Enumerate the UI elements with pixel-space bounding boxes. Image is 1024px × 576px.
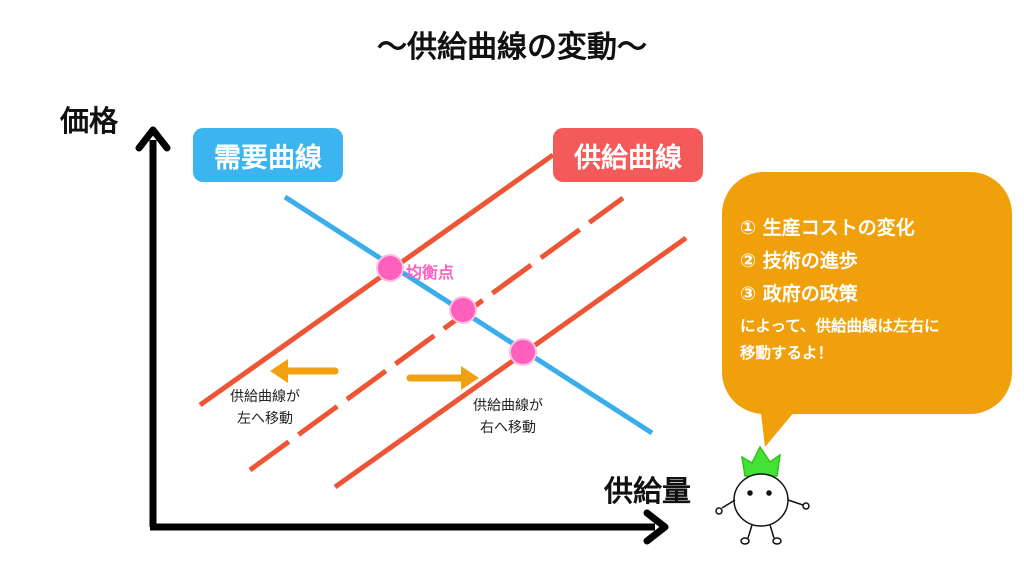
conclusion-line: によって、供給曲線は左右に: [740, 317, 940, 335]
demand-curve-label: 需要曲線: [193, 128, 343, 182]
supply-curve-original: [248, 195, 625, 473]
note-line: 供給曲線が: [230, 389, 300, 405]
equilibrium-point-right: [509, 338, 537, 366]
left-arrow-icon: [270, 359, 339, 383]
shift-left-note: 供給曲線が 左へ移動: [205, 386, 325, 430]
x-axis-label: 供給量: [604, 474, 692, 508]
right-arrow-icon: [406, 366, 479, 390]
equilibrium-point-left: [376, 254, 404, 282]
supply-curve-label: 供給曲線: [553, 128, 703, 182]
shift-right-note: 供給曲線が 右へ移動: [448, 395, 568, 439]
bubble-conclusion: によって、供給曲線は左右に 移動するよ！: [740, 313, 940, 367]
page-title: ～供給曲線の変動～: [377, 30, 647, 65]
equilibrium-label: 均衡点: [406, 263, 455, 282]
equilibrium-point-original: [449, 296, 477, 324]
mascot-character: [715, 445, 810, 545]
supply-curve-left: [198, 152, 555, 408]
bubble-text: ① 生産コストの変化 ② 技術の進歩 ③ 政府の政策 によって、供給曲線は左右に…: [740, 212, 940, 367]
speech-bubble: [722, 172, 1012, 447]
supply-curve-right: [333, 235, 688, 490]
conclusion-line: 移動するよ！: [740, 344, 834, 362]
note-line: 右へ移動: [480, 420, 536, 436]
y-axis-arrowhead: [135, 126, 171, 152]
note-line: 供給曲線が: [473, 398, 543, 414]
note-line: 左へ移動: [237, 411, 293, 427]
bubble-item: ① 生産コストの変化: [740, 217, 915, 239]
bubble-item: ③ 政府の政策: [740, 283, 858, 305]
y-axis-label: 価格: [60, 104, 119, 138]
x-axis-arrowhead: [643, 509, 669, 545]
bubble-item: ② 技術の進歩: [740, 250, 858, 272]
